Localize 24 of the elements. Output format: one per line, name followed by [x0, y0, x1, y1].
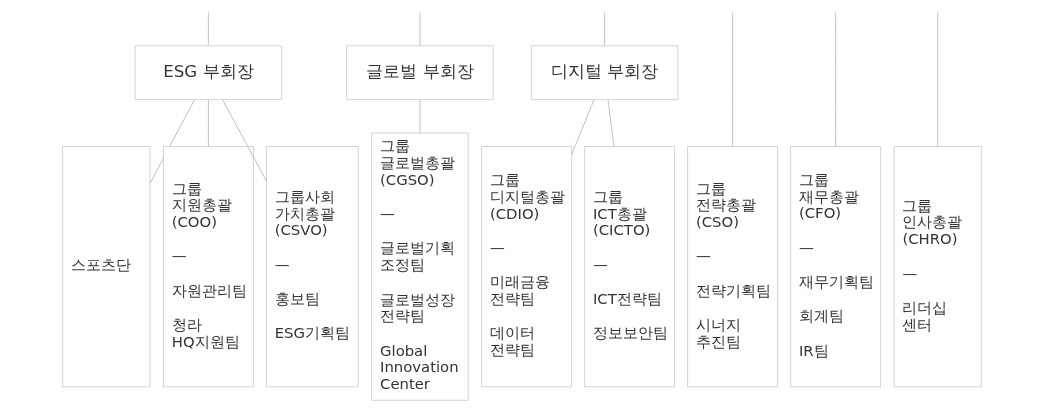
- node-box: 디지털 부회장: [530, 45, 678, 101]
- connector: [603, 12, 605, 46]
- connector: [607, 99, 615, 147]
- node-box: 그룹 인사총괄 (CHRO) — 리더십 센터: [893, 146, 982, 388]
- node-box: ESG 부회장: [134, 45, 282, 101]
- node-box: 그룹 지원총괄 (COO) — 자원관리팀 청라 HQ지원팀: [162, 146, 254, 388]
- node-box: 그룹 전략총괄 (CSO) — 전략기획팀 시너지 추진팀: [686, 146, 778, 388]
- connector: [731, 12, 733, 147]
- node-box: 그룹 ICT총괄 (CICTO) — ICT전략팀 정보보안팀: [583, 146, 675, 388]
- node-box: 그룹 글로벌총괄 (CGSO) — 글로벌기획 조정팀 글로벌성장 전략팀 Global Innovation Center: [370, 132, 469, 401]
- connector: [221, 99, 267, 182]
- node-box: 그룹 재무총괄 (CFO) — 재무기획팀 회계팀 IR팀: [789, 146, 881, 388]
- connector: [834, 12, 836, 147]
- node-box: 그룹 디지털총괄 (CDIO) — 미래금융 전략팀 데이터 전략팀: [480, 146, 572, 388]
- connector: [207, 12, 209, 46]
- connector: [207, 99, 209, 147]
- connector: [149, 99, 195, 184]
- node-box: 글로벌 부회장: [345, 45, 494, 101]
- node-box: 그룹사회 가치총괄 (CSVO) — 홍보팀 ESG기획팀: [265, 146, 359, 388]
- connector: [936, 12, 938, 147]
- connector: [570, 99, 594, 155]
- connector: [418, 99, 420, 134]
- connector: [418, 12, 420, 46]
- node-box: 스포츠단: [61, 146, 150, 388]
